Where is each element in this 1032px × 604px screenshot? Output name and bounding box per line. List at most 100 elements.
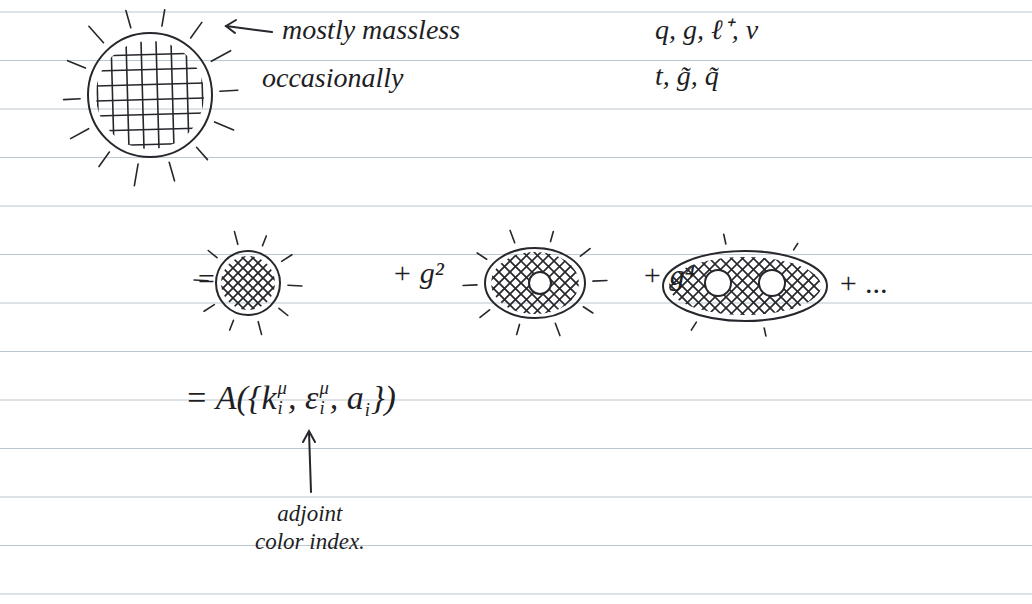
loop <box>759 270 785 296</box>
ruled-line <box>0 60 1032 61</box>
ray <box>230 320 234 330</box>
hatch-line <box>201 41 204 149</box>
ruled-line <box>0 206 1032 207</box>
ray <box>191 22 202 38</box>
index-stack: μi <box>278 378 287 417</box>
ray <box>764 328 766 336</box>
ray <box>99 152 109 167</box>
annotation-note: adjoint color index. <box>253 500 367 555</box>
hatch-line <box>111 41 114 149</box>
ray <box>89 26 104 42</box>
hatch-line <box>641 256 701 316</box>
hatch-line <box>96 41 99 149</box>
ruled-line <box>0 448 1032 449</box>
hatch-line <box>171 41 174 149</box>
index-line <box>309 432 311 492</box>
hatch-line <box>268 253 328 313</box>
ray <box>162 10 165 26</box>
hatch-line <box>141 41 144 149</box>
hatch-line <box>156 41 159 149</box>
hatch-line <box>238 253 298 313</box>
subscript: i <box>319 398 324 418</box>
hatch-line <box>543 250 609 316</box>
ray <box>463 284 477 286</box>
hatch-line <box>641 256 701 316</box>
hatch-line <box>96 68 204 71</box>
hatch-line <box>168 253 228 313</box>
formula-text: }) <box>371 381 396 415</box>
index-stack: μi <box>319 378 328 417</box>
coupling-term: + g⁴ <box>642 260 695 290</box>
ray <box>794 244 798 250</box>
hatch-line <box>248 253 308 313</box>
index-arrow <box>303 431 315 492</box>
index-head <box>303 431 315 442</box>
ray <box>691 322 696 330</box>
ray <box>215 122 234 130</box>
hatching <box>96 38 204 149</box>
hatching <box>608 256 877 316</box>
ruled-line <box>0 400 1032 401</box>
hatch-line <box>565 250 631 316</box>
hatch-line <box>554 250 620 316</box>
ruled-line <box>0 254 1032 255</box>
hatch-line <box>96 143 204 146</box>
hatching <box>158 253 328 313</box>
ray <box>220 89 238 92</box>
tree-blob <box>216 251 280 315</box>
hatch-line <box>126 41 129 149</box>
coupling-term: + g² <box>392 258 444 288</box>
ruled-line <box>0 351 1032 352</box>
ruled-line <box>0 12 1032 13</box>
note-text: occasionally <box>262 64 404 92</box>
hatch-line <box>96 113 204 116</box>
hatch-line <box>158 253 218 313</box>
ray <box>258 322 261 335</box>
formula-text: , a <box>330 381 364 415</box>
hatch-line <box>96 38 204 41</box>
ray <box>580 249 590 257</box>
ray <box>208 250 217 257</box>
hatch-line <box>186 41 189 149</box>
ray <box>477 253 486 259</box>
loop <box>705 270 731 296</box>
ray <box>593 280 607 282</box>
ellipsis-term: + ... <box>838 268 888 298</box>
hatch-line <box>258 253 318 313</box>
ray <box>517 324 520 334</box>
ray <box>262 236 266 246</box>
particle-list: q, g, ℓ⁺, ν <box>655 16 758 44</box>
ray <box>583 307 592 313</box>
ruled-line <box>0 497 1032 498</box>
ray <box>68 61 86 68</box>
ray <box>282 255 292 262</box>
note-text: mostly massless <box>282 16 460 44</box>
formula-text: , ε <box>288 381 318 415</box>
ray <box>724 234 726 244</box>
ray <box>197 147 208 159</box>
formula-text: = A({k <box>185 381 277 415</box>
hatch-line <box>168 253 228 313</box>
ray <box>169 162 174 181</box>
ray <box>480 310 490 318</box>
ray <box>288 284 302 286</box>
ray <box>510 230 515 242</box>
ruled-line <box>0 303 1032 304</box>
pointer-head <box>226 20 236 33</box>
ray <box>204 305 214 312</box>
pointer-arrow <box>226 20 272 33</box>
ruled-line <box>0 109 1032 110</box>
ray <box>64 98 80 100</box>
superscript: μ <box>278 378 287 398</box>
ruled-line <box>0 594 1032 595</box>
ray <box>134 164 138 186</box>
ray <box>279 308 288 315</box>
equals-sign: = <box>196 264 216 294</box>
loop <box>529 272 551 294</box>
hatch-line <box>158 253 218 313</box>
ray <box>71 129 89 139</box>
tree-blob <box>88 33 212 157</box>
ray <box>211 51 230 62</box>
